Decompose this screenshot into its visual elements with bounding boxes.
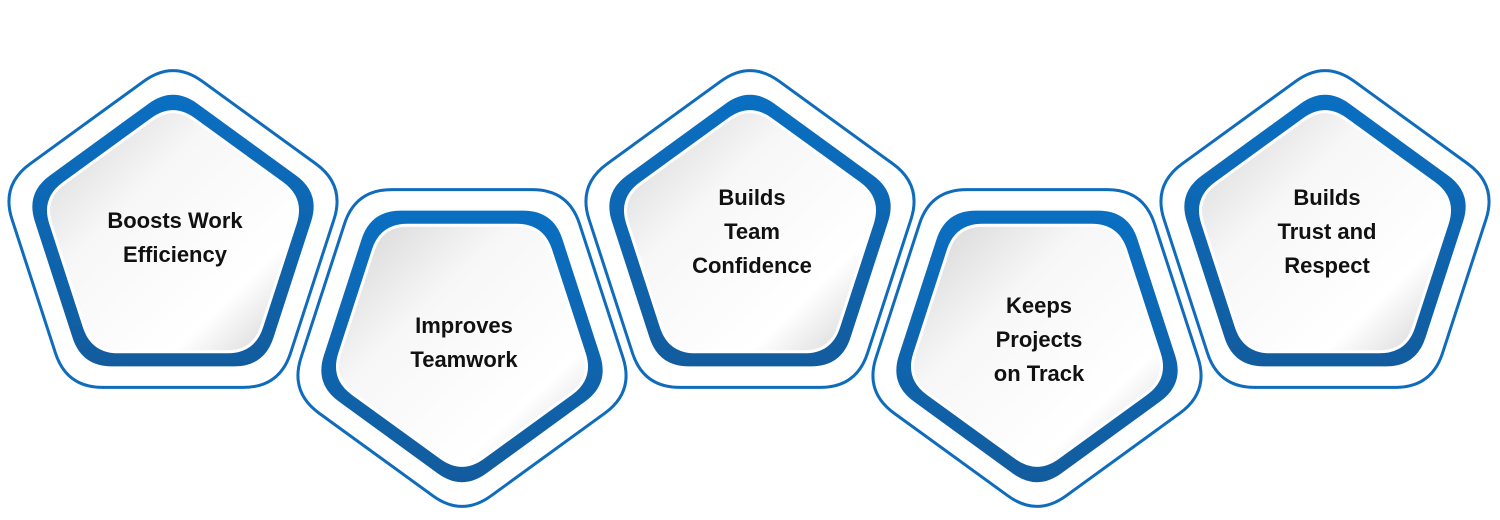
step-label-line: on Track: [993, 361, 1085, 386]
step-label-line: Trust and: [1277, 219, 1377, 244]
step-label-line: Keeps: [1005, 293, 1073, 318]
step-label-line: Builds: [1293, 185, 1361, 210]
step-label-line: Builds: [718, 185, 786, 210]
step-label-line: Improves: [415, 313, 513, 338]
inner-fill: [1199, 110, 1451, 354]
step-label-line: Team: [724, 219, 780, 244]
inner-fill: [336, 223, 588, 467]
inner-fill: [911, 223, 1163, 467]
step-label-line: Respect: [1284, 253, 1370, 278]
step-label-line: Teamwork: [410, 347, 518, 372]
inner-fill: [624, 110, 876, 354]
inner-fill: [47, 110, 299, 354]
pentagon-step-3: [584, 69, 916, 389]
pentagon-step-1: [7, 69, 339, 389]
step-label-line: Boosts Work: [107, 208, 243, 233]
pentagon-step-5: [1159, 69, 1491, 389]
step-label-line: Confidence: [692, 253, 812, 278]
step-label-line: Efficiency: [123, 242, 227, 267]
pentagon-step-2: [296, 188, 628, 508]
pentagon-step-4: [871, 188, 1203, 508]
step-label-line: Projects: [995, 327, 1083, 352]
